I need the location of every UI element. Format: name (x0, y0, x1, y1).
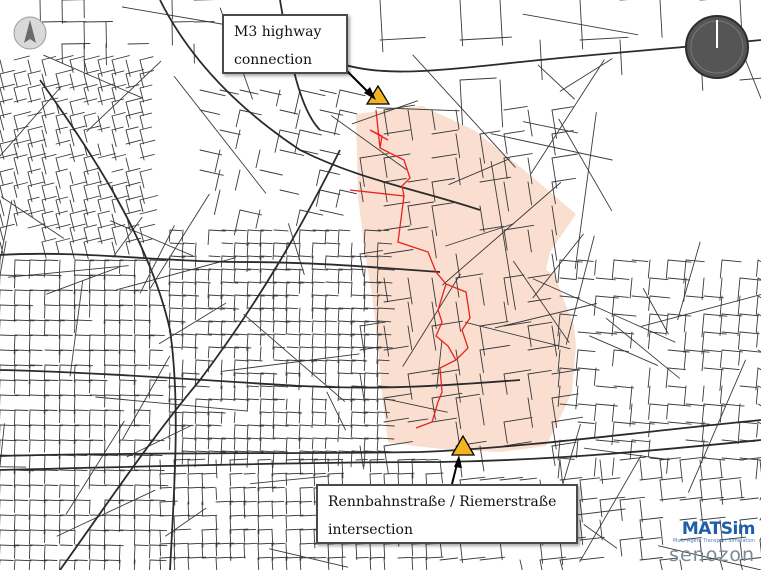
callout-rennbahn-line1: Rennbahnstraße / Riemerstraße (328, 494, 557, 510)
matsim-tagline: Multi-Agent Transport Simulation (673, 538, 755, 544)
compass-icon[interactable] (685, 15, 749, 79)
senozon-logo-text: senozon (669, 544, 755, 566)
study-area (356, 106, 576, 452)
callout-rennbahn-line2: intersection (328, 522, 413, 538)
north-arrow-icon (13, 16, 47, 50)
callout-m3-line2: connection (234, 52, 312, 68)
callout-m3-line1: M3 highway (234, 24, 322, 40)
marker-rennbahnstrasse[interactable] (450, 434, 476, 456)
logo: MATSim Multi-Agent Transport Simulation … (635, 520, 755, 566)
callout-arrowhead-rennbahn (454, 455, 462, 468)
callout-rennbahn-intersection: Rennbahnstraße / Riemerstraße intersecti… (316, 484, 578, 544)
route-line (349, 109, 471, 429)
callout-m3-highway: M3 highway connection (222, 14, 348, 74)
matsim-logo-text: MATSim (681, 519, 756, 539)
callout-arrowhead-m3 (364, 87, 376, 100)
